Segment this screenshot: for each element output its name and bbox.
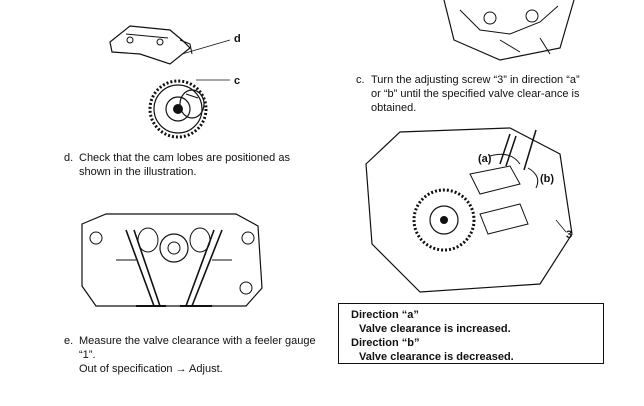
label-d: d (234, 33, 241, 45)
step-e-marker: e. (64, 335, 74, 347)
step-c: c. Turn the adjusting screw “3” in direc… (356, 73, 590, 115)
step-c-marker: c. (356, 74, 365, 86)
direction-a-text: Valve clearance is increased. (359, 323, 511, 335)
direction-b-label: Direction “b” (351, 337, 420, 349)
direction-a-label: Direction “a” (351, 309, 419, 321)
step-c-text: Turn the adjusting screw “3” in directio… (371, 74, 580, 114)
direction-b-text: Valve clearance is decreased. (359, 351, 514, 363)
label-a: (a) (478, 153, 492, 165)
engine-top-fragment (440, 0, 580, 64)
step-d-text: Check that the cam lobes are positioned … (79, 152, 290, 178)
step-e-text: Measure the valve clearance with a feele… (79, 335, 316, 361)
step-e: e. Measure the valve clearance with a fe… (64, 334, 324, 376)
cylinder-head-figure (76, 210, 276, 325)
valve-adjustment-figure: (a) (b) 3 (360, 124, 590, 300)
step-d-marker: d. (64, 152, 74, 164)
label-c: c (234, 75, 240, 87)
cam-sprocket-figure: d c (100, 14, 260, 149)
step-d: d. Check that the cam lobes are position… (64, 151, 314, 179)
label-3: 3 (566, 229, 572, 241)
direction-info-box: Direction “a” Valve clearance is increas… (338, 303, 604, 364)
label-b: (b) (540, 173, 554, 185)
step-e-note: Out of specification → Adjust. (79, 363, 223, 375)
